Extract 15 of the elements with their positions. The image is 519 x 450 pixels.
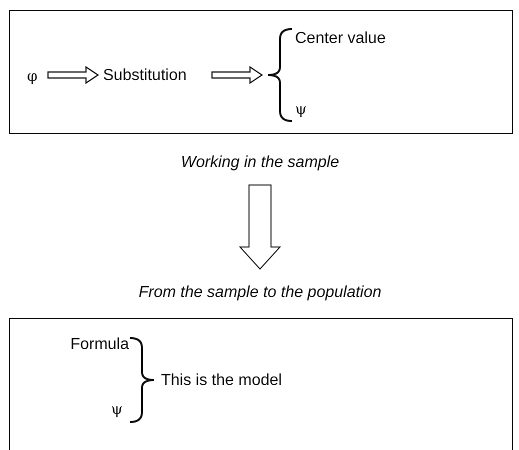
node-label: Formula: [51, 335, 129, 355]
symbol-label: ψ: [111, 399, 129, 419]
double-line-arrow: [211, 66, 264, 84]
node-label: Center value: [295, 29, 405, 49]
panel-frame: [9, 10, 513, 134]
symbol-label: φ: [27, 66, 45, 86]
node-label: From the sample to the population: [110, 283, 410, 303]
symbol-label: ψ: [295, 99, 313, 119]
curly-brace: [267, 28, 292, 122]
node-label: This is the model: [161, 371, 311, 391]
node-label: Working in the sample: [150, 153, 370, 173]
block-arrow: [238, 184, 282, 270]
panel-frame: [9, 318, 513, 450]
double-line-arrow: [47, 66, 100, 84]
node-label: Substitution: [103, 66, 209, 86]
